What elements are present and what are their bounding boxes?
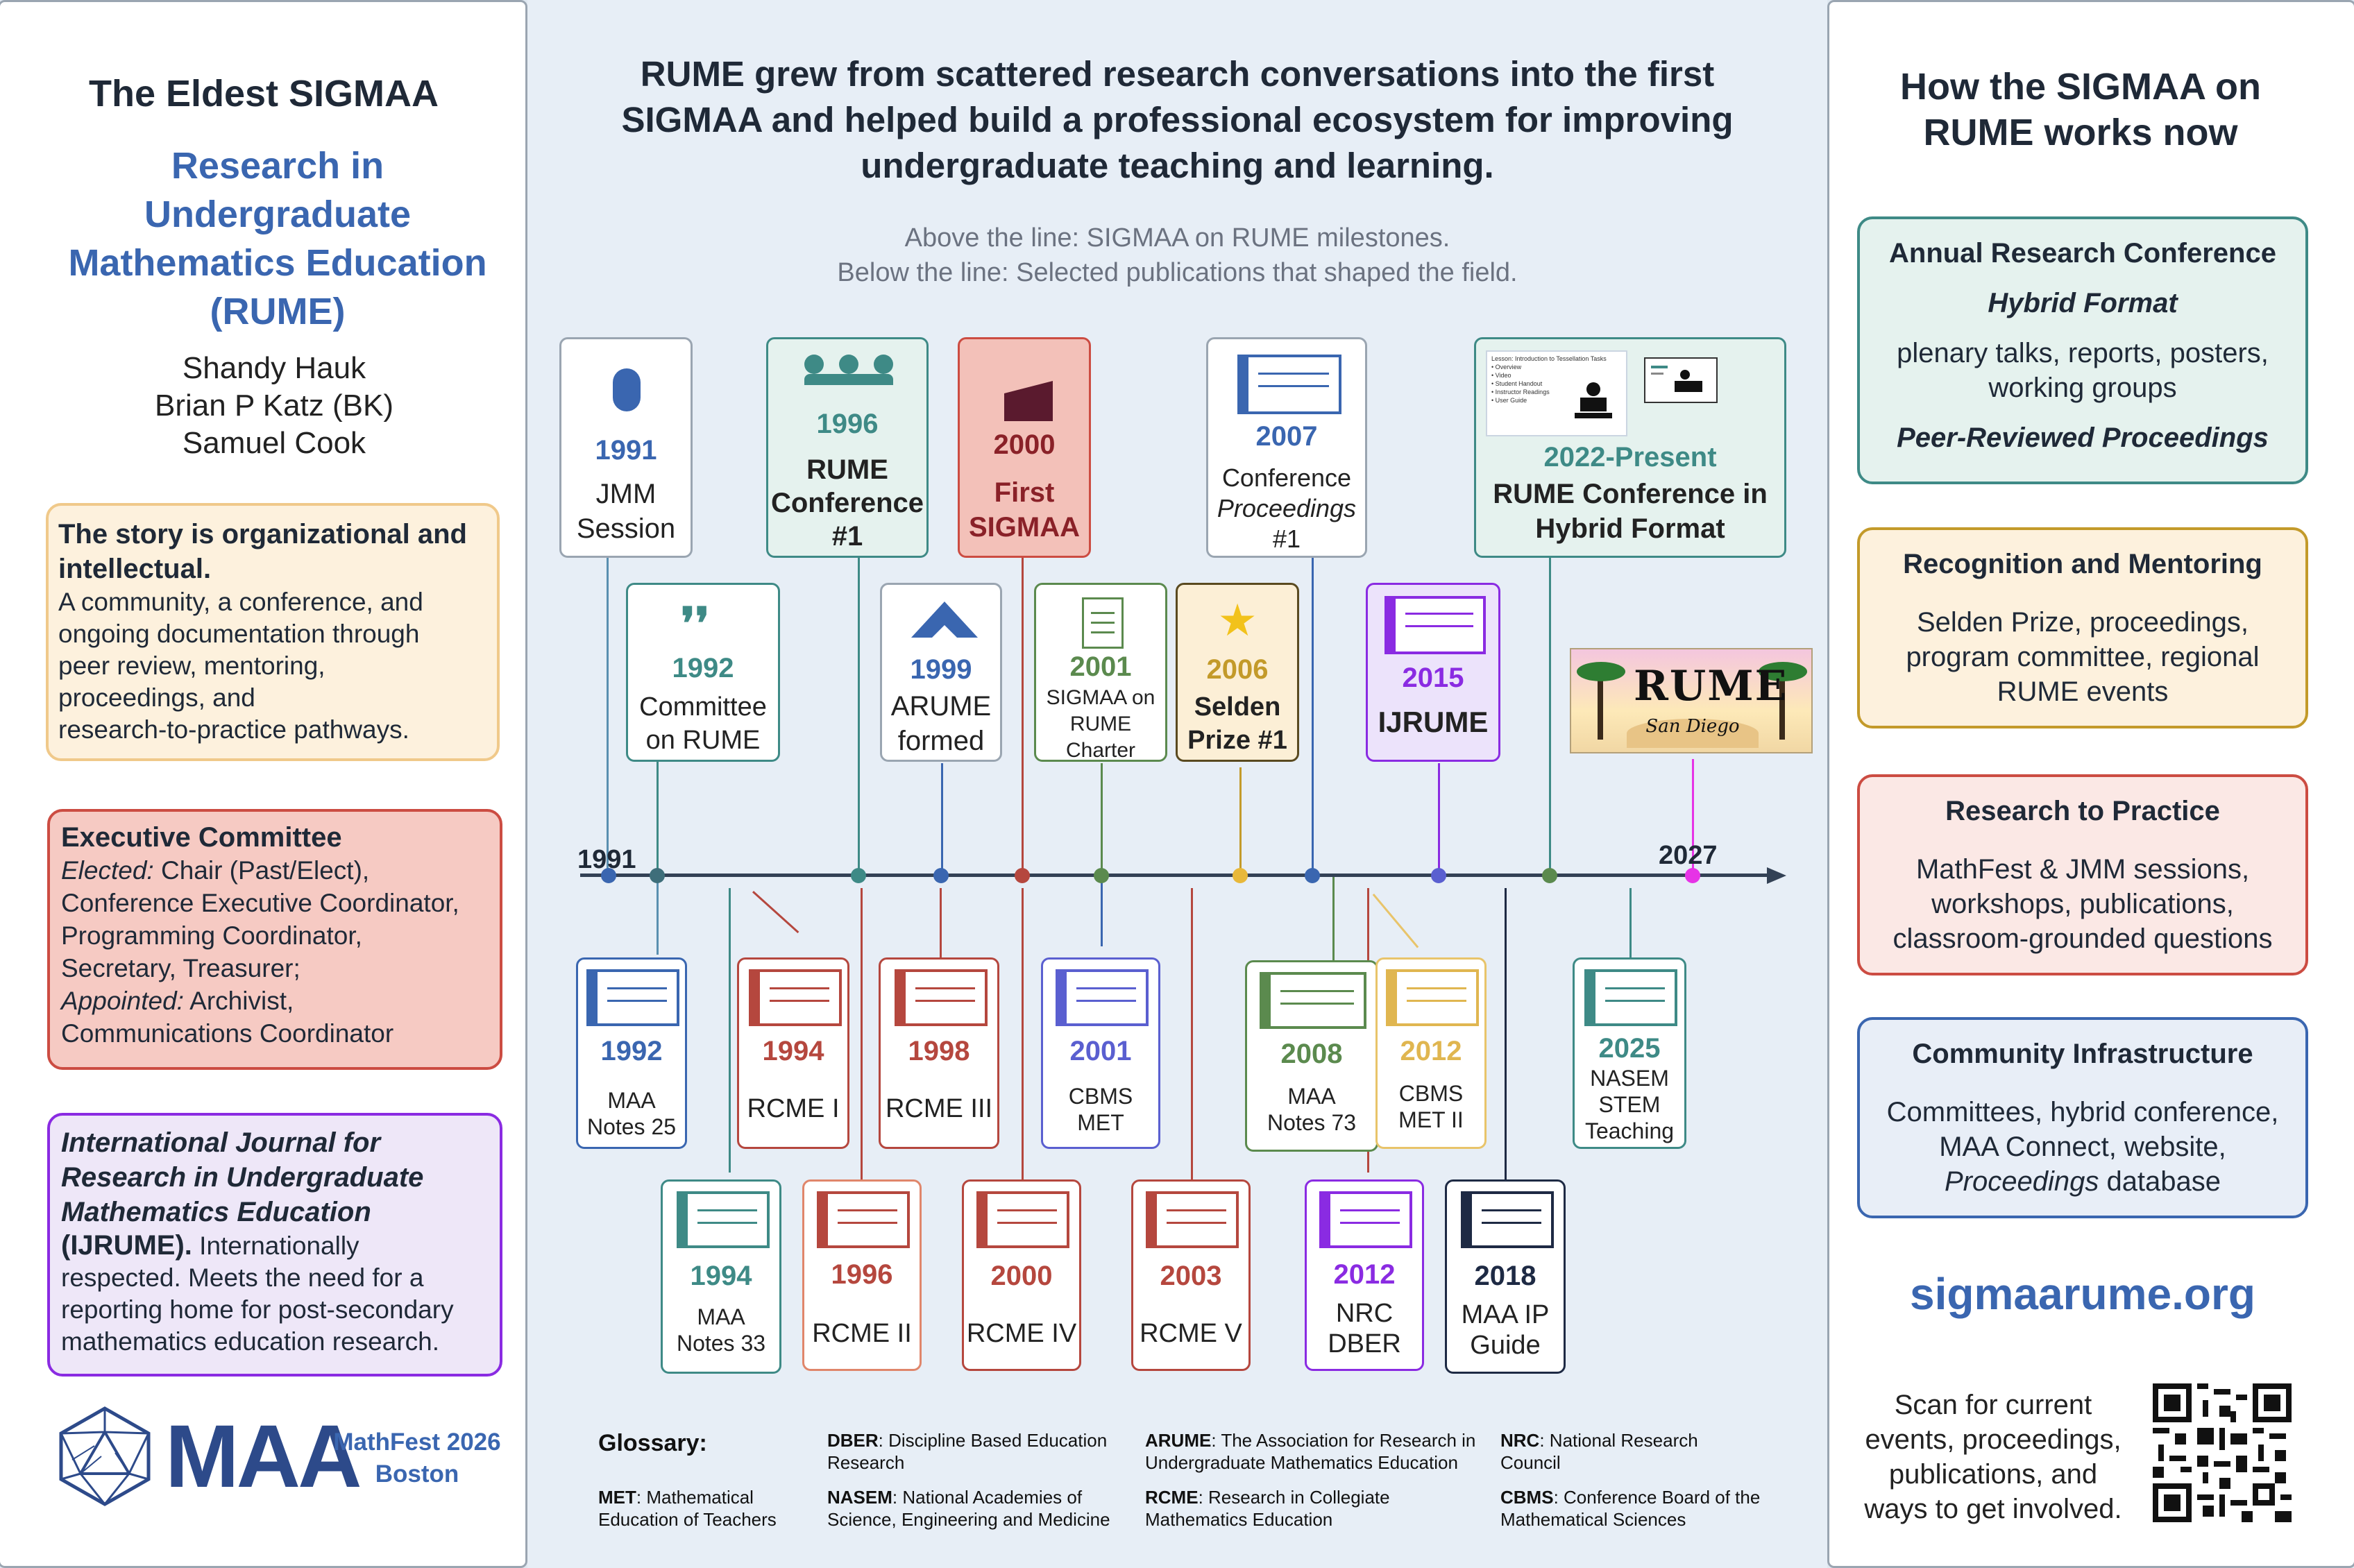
milestone-2006: ★ 2006 Selden Prize #1 — [1176, 583, 1299, 762]
card-research-practice: Research to Practice MathFest & JMM sess… — [1857, 774, 2308, 975]
ijrume-box: International Journal for Research in Un… — [47, 1113, 502, 1377]
milestone-2015: 2015 IJRUME — [1366, 583, 1500, 762]
right-title: How the SIGMAA on RUME works now — [1900, 66, 2261, 153]
milestone-1991: 1991 JMM Session — [559, 337, 693, 558]
milestone-2022: Lesson: Introduction to Tessellation Tas… — [1474, 337, 1786, 558]
book-icon — [1584, 969, 1677, 1026]
axis-arrow-icon — [1767, 867, 1786, 884]
dot-2022 — [1542, 868, 1557, 883]
pub-1998: 1998 RCME III — [879, 957, 999, 1149]
book-icon — [1386, 969, 1479, 1026]
exec-committee-box: Executive Committee Elected: Chair (Past… — [47, 809, 502, 1070]
book-icon — [1319, 1191, 1412, 1248]
people-icon — [804, 355, 895, 389]
milestone-2001: 2001 SIGMAA on RUME Charter — [1034, 583, 1167, 762]
card-community: Community Infrastructure Committees, hyb… — [1857, 1017, 2308, 1218]
milestone-1996: 1996 RUME Conference #1 — [766, 337, 929, 558]
dot-2027 — [1685, 868, 1700, 883]
document-icon — [1082, 597, 1124, 649]
microphone-icon — [613, 368, 641, 411]
dot-1996 — [851, 868, 866, 883]
authors: Shandy Hauk Brian P Katz (BK) Samuel Coo… — [155, 351, 393, 460]
book-icon — [677, 1191, 770, 1248]
pub-1996: 1996 RCME II — [802, 1179, 922, 1371]
book-icon — [1146, 1191, 1239, 1248]
dot-2015 — [1431, 868, 1446, 883]
mathfest-label: MathFest 2026 Boston — [333, 1429, 501, 1488]
rume-full-name: Research in Undergraduate Mathematics Ed… — [68, 145, 487, 332]
book-icon — [1056, 969, 1149, 1026]
qr-code[interactable] — [2153, 1383, 2292, 1522]
dot-2000 — [1015, 868, 1030, 883]
maa-logo: MAA — [53, 1404, 362, 1508]
book-icon — [586, 969, 679, 1026]
book-icon — [895, 969, 988, 1026]
left-title: The Eldest SIGMAA — [88, 73, 439, 114]
pub-2000: 2000 RCME IV — [962, 1179, 1081, 1371]
book-icon — [1461, 1191, 1554, 1248]
book-icon — [817, 1191, 910, 1248]
glossary-label: Glossary: — [598, 1430, 707, 1456]
video-screen-thumbnail — [1644, 357, 1718, 403]
website-link[interactable]: sigmaarume.org — [1910, 1269, 2255, 1319]
book-icon — [1260, 972, 1366, 1029]
milestone-2000: 2000 First SIGMAA — [958, 337, 1091, 558]
story-heading: The story is organizational and intellec… — [58, 519, 467, 584]
book-icon — [749, 969, 842, 1026]
speech-bubbles-icon: ❜❜ — [681, 599, 710, 649]
journal-icon — [1385, 596, 1486, 654]
proceedings-icon — [1237, 355, 1341, 414]
headline: RUME grew from scattered research conver… — [621, 54, 1734, 185]
card-recognition: Recognition and Mentoring Selden Prize, … — [1857, 527, 2308, 728]
pub-2003: 2003 RCME V — [1131, 1179, 1251, 1371]
flag-icon — [1004, 381, 1053, 393]
timeline-legend: Above the line: SIGMAA on RUME milestone… — [837, 223, 1518, 287]
dot-1991 — [601, 868, 616, 883]
dot-2001 — [1094, 868, 1109, 883]
lesson-slide-thumbnail: Lesson: Introduction to Tessellation Tas… — [1486, 350, 1627, 436]
maa-wordmark: MAA — [165, 1407, 362, 1506]
rume-san-diego-logo: RUME San Diego — [1570, 648, 1813, 753]
star-icon: ★ — [1217, 595, 1258, 645]
palm-tree-icon — [1779, 673, 1785, 740]
palm-tree-icon — [1598, 673, 1603, 740]
card-annual-conference: Annual Research Conference Hybrid Format… — [1857, 216, 2308, 484]
dot-1999 — [933, 868, 949, 883]
presenter-icon — [1575, 382, 1612, 427]
dot-2006 — [1233, 868, 1248, 883]
story-box: The story is organizational and intellec… — [46, 503, 500, 761]
dot-1992 — [650, 868, 665, 883]
book-icon — [976, 1191, 1069, 1248]
milestone-1999: 1999 ARUME formed — [880, 583, 1002, 762]
timeline-axis — [580, 874, 1774, 877]
milestone-1992: ❜❜ 1992 Committee on RUME — [626, 583, 780, 762]
dot-2007 — [1305, 868, 1320, 883]
icosahedron-icon — [59, 1406, 151, 1506]
axis-end-label: 2027 — [1659, 841, 1718, 870]
pub-1994-rcme-i: 1994 RCME I — [737, 957, 849, 1149]
scan-text: Scan for current events, proceedings, pu… — [1864, 1390, 2122, 1524]
milestone-2007: 2007 Conference Proceedings #1 — [1206, 337, 1367, 558]
